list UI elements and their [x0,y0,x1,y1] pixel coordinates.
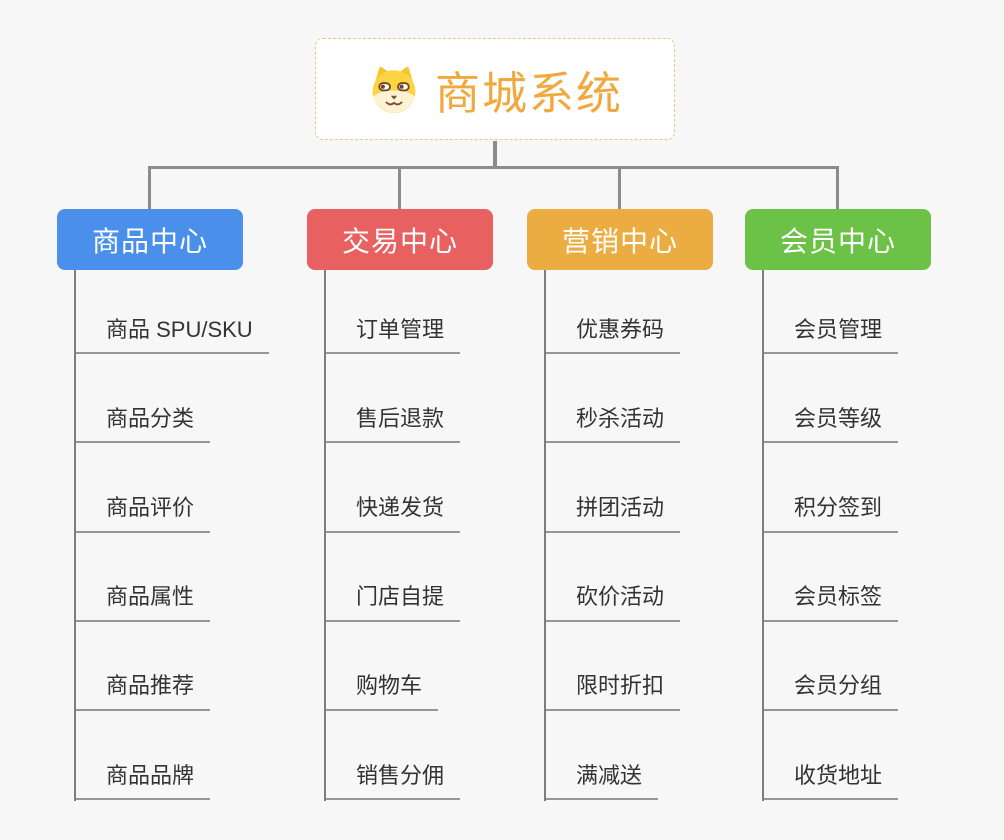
branch-2: 交易中心 订单管理售后退款快递发货门店自提购物车销售分佣 [307,0,493,840]
item-slot: 会员分组 [762,622,1004,711]
topic-item[interactable]: 购物车 [324,672,439,711]
connector-column-line [544,270,546,801]
branch-column: 订单管理售后退款快递发货门店自提购物车销售分佣 [324,265,574,801]
item-slot: 快递发货 [324,443,574,533]
connector-branch-stub [148,169,151,209]
topic-item[interactable]: 优惠券码 [544,316,681,355]
item-slot: 积分签到 [762,443,1004,533]
topic-item[interactable]: 限时折扣 [544,672,681,711]
branch-node-3[interactable]: 营销中心 [527,209,713,270]
topic-item[interactable]: 售后退款 [324,405,461,444]
item-slot: 销售分佣 [324,711,574,801]
item-slot: 商品属性 [74,533,324,622]
topic-item[interactable]: 商品品牌 [74,762,211,801]
branch-node-2[interactable]: 交易中心 [307,209,493,270]
topic-item[interactable]: 满减送 [544,762,659,801]
topic-item[interactable]: 会员标签 [762,583,899,622]
branch-column: 商品 SPU/SKU 商品分类商品评价商品属性商品推荐商品品牌 [74,265,324,801]
topic-item[interactable]: 收货地址 [762,762,899,801]
branch-column: 会员管理会员等级积分签到会员标签会员分组收货地址 [762,265,1004,801]
branch-label: 会员中心 [779,225,896,257]
topic-item[interactable]: 商品评价 [74,494,211,533]
item-slot: 商品评价 [74,443,324,533]
topic-item[interactable]: 商品分类 [74,405,211,444]
item-slot: 收货地址 [762,711,1004,801]
topic-item[interactable]: 拼团活动 [544,494,681,533]
connector-horizontal-line [148,166,839,169]
branch-node-4[interactable]: 会员中心 [745,209,931,270]
item-slot: 拼团活动 [544,443,794,533]
topic-item[interactable]: 会员等级 [762,405,899,444]
topic-item[interactable]: 会员管理 [762,316,899,355]
branch-4: 会员中心 会员管理会员等级积分签到会员标签会员分组收货地址 [745,0,931,840]
connector-branch-stub [618,169,621,209]
branch-node-1[interactable]: 商品中心 [57,209,243,270]
topic-item[interactable]: 砍价活动 [544,583,681,622]
connector-root-stub [493,141,497,167]
item-slot: 商品分类 [74,354,324,444]
branch-1: 商品中心 商品 SPU/SKU 商品分类商品评价商品属性商品推荐商品品牌 [57,0,269,840]
connector-column-line [324,270,326,801]
topic-item[interactable]: 销售分佣 [324,762,461,801]
item-slot: 售后退款 [324,354,574,444]
item-slot: 门店自提 [324,533,574,622]
item-slot: 商品品牌 [74,711,324,801]
topic-item[interactable]: 快递发货 [324,494,461,533]
dog-face-icon [372,66,416,114]
root-node[interactable]: 商城系统 [315,38,675,140]
connector-column-line [74,270,76,801]
item-slot: 商品 SPU/SKU [74,265,324,355]
branch-label: 营销中心 [561,225,678,257]
connector-column-line [762,270,764,801]
branch-label: 交易中心 [341,225,458,257]
item-slot: 会员管理 [762,265,1004,355]
topic-item[interactable]: 门店自提 [324,583,461,622]
connector-branch-stub [836,169,839,209]
item-slot: 限时折扣 [544,622,794,711]
item-slot: 会员等级 [762,354,1004,444]
item-slot: 会员标签 [762,533,1004,622]
branch-column: 优惠券码秒杀活动拼团活动砍价活动限时折扣满减送 [544,265,794,801]
topic-item[interactable]: 积分签到 [762,494,899,533]
topic-item[interactable]: 会员分组 [762,672,899,711]
root-title: 商城系统 [434,67,623,119]
topic-item[interactable]: 订单管理 [324,316,461,355]
branch-label: 商品中心 [91,225,208,257]
topic-item[interactable]: 商品 SPU/SKU [74,316,269,355]
topic-item[interactable]: 商品推荐 [74,672,211,711]
topic-item[interactable]: 商品属性 [74,583,211,622]
item-slot: 优惠券码 [544,265,794,355]
item-slot: 商品推荐 [74,622,324,711]
item-slot: 购物车 [324,622,574,711]
item-slot: 满减送 [544,711,794,801]
item-slot: 砍价活动 [544,533,794,622]
item-slot: 订单管理 [324,265,574,355]
connector-branch-stub [398,169,401,209]
item-slot: 秒杀活动 [544,354,794,444]
topic-item[interactable]: 秒杀活动 [544,405,681,444]
branch-3: 营销中心 优惠券码秒杀活动拼团活动砍价活动限时折扣满减送 [527,0,713,840]
